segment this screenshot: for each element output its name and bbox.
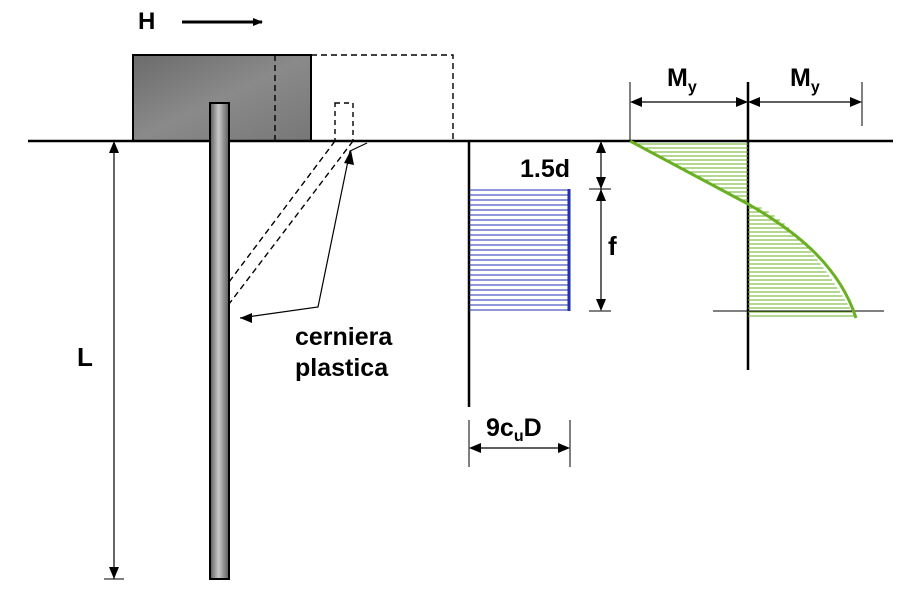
resistance-width-label: 9cuD [486, 414, 542, 445]
moment-label-left: My [667, 64, 697, 96]
depth-label: 1.5d [520, 155, 570, 183]
moment-curve [629, 139, 858, 319]
pile [209, 102, 230, 580]
hinge-label-line1: cerniera [295, 323, 393, 351]
displaced-pile-line-left [228, 140, 336, 283]
length-label: L [77, 342, 93, 372]
resistance-hatch [469, 189, 569, 311]
hinge-pointer [239, 142, 368, 319]
displaced-cap-outline [311, 54, 454, 141]
displaced-pile-line-right [228, 140, 354, 305]
displaced-pile-head [334, 102, 354, 142]
hinge-label-line2: plastica [295, 354, 389, 382]
force-label: H [138, 8, 155, 35]
moment-hatch [635, 143, 855, 317]
f-label: f [608, 231, 617, 261]
moment-label-right: My [790, 64, 820, 96]
